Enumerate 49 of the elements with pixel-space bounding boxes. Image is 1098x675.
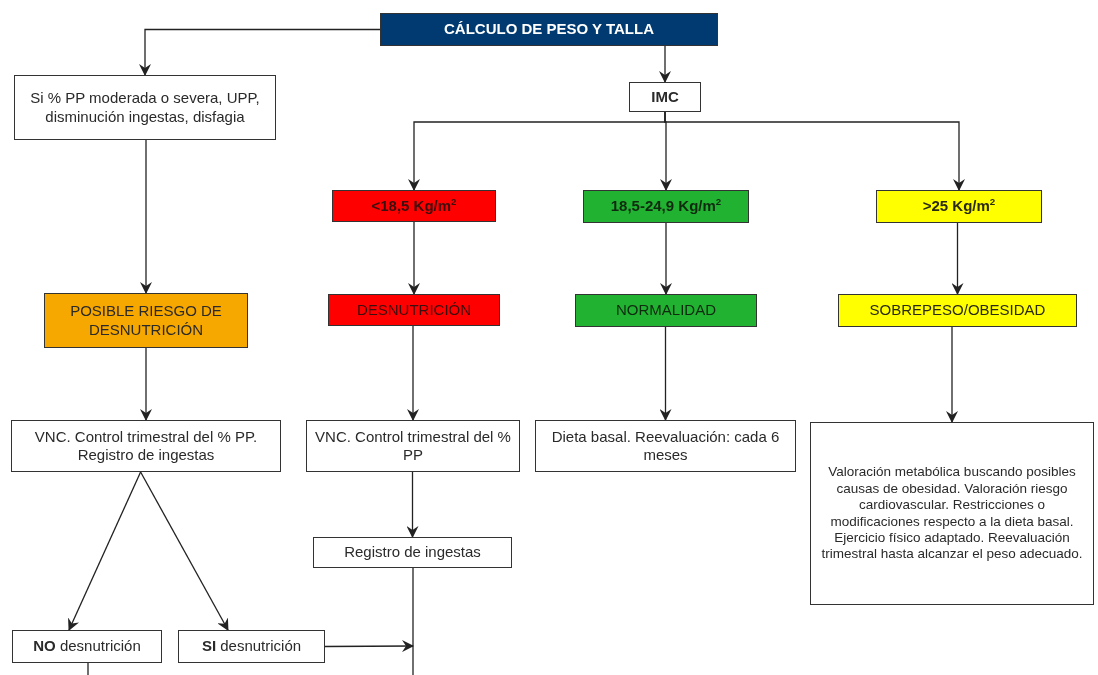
arrow	[139, 28, 381, 76]
box-text: IMC	[651, 87, 679, 107]
box-text: CÁLCULO DE PESO Y TALLA	[444, 20, 654, 39]
process-box	[535, 420, 796, 472]
box-text: Registro de ingestas	[344, 543, 481, 562]
box-text: Si % PP moderada o severa, UPP, disminución ingestas, disfagia	[29, 89, 261, 126]
box-text: SOBREPESO/OBESIDAD	[869, 301, 1046, 320]
arrow	[68, 471, 142, 631]
process-box	[810, 422, 1094, 605]
box-text: VNC. Control trimestral del % PP. Registro de ingestas	[33, 427, 259, 465]
outcome-box	[178, 630, 325, 663]
arrow	[946, 326, 958, 423]
box-text: POSIBLE RIESGO DE DESNUTRICIÓN	[69, 302, 223, 339]
range-box	[876, 190, 1042, 223]
box-text: Dieta basal. Reevaluación: cada 6 meses	[550, 427, 781, 465]
box-text: Valoración metabólica buscando posibles causas de obesidad. Valoración riesgo cardiovascular. Restricciones o modificaciones respecto a la dieta basal. Ejercicio físico adaptado. Reevaluación trimestral hasta alcanzar el peso adecuado.	[820, 464, 1084, 563]
box-text: NORMALIDAD	[616, 301, 716, 320]
arrow	[659, 45, 671, 83]
arrow	[324, 640, 414, 653]
arrow	[664, 111, 965, 191]
process-box	[313, 537, 512, 568]
outcome-box	[12, 630, 162, 663]
status-box	[575, 294, 757, 327]
status-box	[44, 293, 248, 348]
box-text: DESNUTRICIÓN	[356, 300, 472, 320]
process-box	[11, 420, 281, 472]
status-box	[328, 294, 500, 326]
arrow	[406, 471, 419, 538]
box-text: NO desnutrición	[33, 637, 141, 656]
arrow	[407, 325, 419, 421]
box-text: 18,5-24,9 Kg/m$^{2}$	[610, 197, 722, 216]
box-text: SI desnutrición	[201, 637, 302, 656]
arrow	[660, 222, 672, 295]
box-text: >25 Kg/m$^{2}$	[922, 197, 996, 216]
process-box	[629, 82, 701, 112]
range-box	[332, 190, 496, 222]
box-text: <18,5 Kg/m$^{2}$	[371, 196, 457, 216]
range-box	[583, 190, 749, 223]
process-box	[14, 75, 276, 140]
arrow	[951, 222, 964, 295]
arrow	[140, 347, 152, 421]
arrow	[139, 471, 229, 631]
arrow	[659, 326, 672, 421]
box-text: VNC. Control trimestral del % PP	[314, 427, 512, 465]
arrow	[408, 221, 420, 295]
status-box	[838, 294, 1077, 327]
arrow	[140, 139, 152, 294]
process-box	[306, 420, 520, 472]
title-box	[380, 13, 718, 46]
